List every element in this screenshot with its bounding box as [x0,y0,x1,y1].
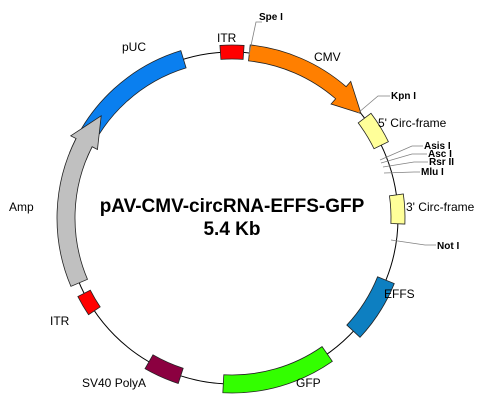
amp-label: Amp [9,200,34,214]
circ3-label: 3' Circ-frame [406,200,475,214]
plasmid-name: pAV-CMV-circRNA-EFFS-GFP [100,196,365,217]
rsr-site-leader [382,161,428,168]
spe-site-label: Spe I [259,12,283,23]
site-leaders [248,21,436,246]
itr-top-feature [219,44,245,60]
circ3-feature [388,193,406,225]
cmv-feature [248,44,362,115]
kpn-site-leader [357,95,390,114]
asc-site-label: Asc I [428,149,452,160]
asis-site-label: Asis I [424,141,451,152]
sv40-label: SV40 PolyA [82,376,146,390]
itr-top-label: ITR [217,31,237,45]
kpn-site-label: Kpn I [391,91,416,102]
gfp-feature [222,346,333,394]
itr-bottom-label: ITR [50,314,70,328]
sv40-feature [144,354,184,384]
spe-site-leader [248,21,262,56]
rsr-site-label: Rsr II [429,157,454,168]
effs-label: EFFS [384,287,415,301]
cmv-label: CMV [314,50,341,64]
mlu-site-leader [383,171,420,174]
asc-site-leader [380,153,427,164]
feature-layer [56,44,406,394]
puc-label: pUC [122,40,146,54]
effs-feature [346,276,395,338]
amp-feature [56,114,102,287]
not-site-leader [390,239,436,246]
itr-bottom-feature [77,289,101,316]
not-site-label: Not I [437,241,459,252]
plasmid-size: 5.4 Kb [203,219,260,240]
gfp-label: GFP [296,376,321,390]
mlu-site-label: Mlu I [421,167,444,178]
circ5-feature [357,112,389,150]
circ5-label: 5' Circ-frame [378,116,447,130]
asis-site-leader [379,145,423,161]
